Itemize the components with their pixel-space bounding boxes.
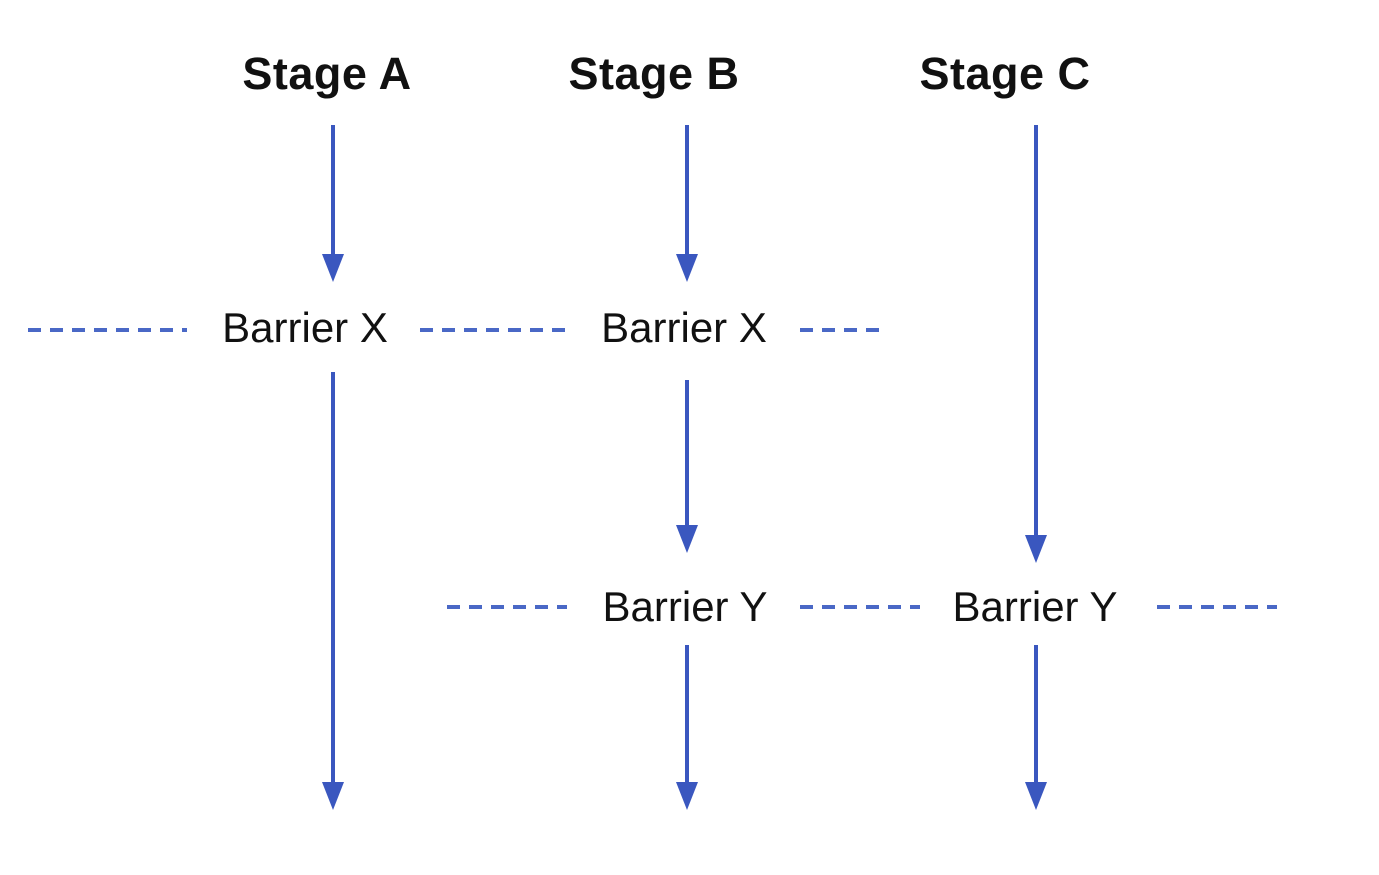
stage-b-arrow-bottom <box>676 645 698 810</box>
stage-b-arrow-middle <box>676 380 698 553</box>
stage-b-arrow-top <box>676 125 698 282</box>
barrier-y-label-stage-c: Barrier Y <box>952 583 1118 630</box>
stage-b-title: Stage B <box>568 48 740 99</box>
stage-c-arrow-bottom <box>1025 645 1047 810</box>
stage-a-title: Stage A <box>242 48 412 99</box>
barrier-y-label-stage-b: Barrier Y <box>602 583 768 630</box>
barrier-x-label-stage-a: Barrier X <box>222 304 388 351</box>
barrier-x-label-stage-b: Barrier X <box>601 304 767 351</box>
stage-c-arrow-top <box>1025 125 1047 563</box>
stage-c-title: Stage C <box>919 48 1091 99</box>
stage-a-arrow-top <box>322 125 344 282</box>
stage-a-arrow-bottom <box>322 372 344 810</box>
